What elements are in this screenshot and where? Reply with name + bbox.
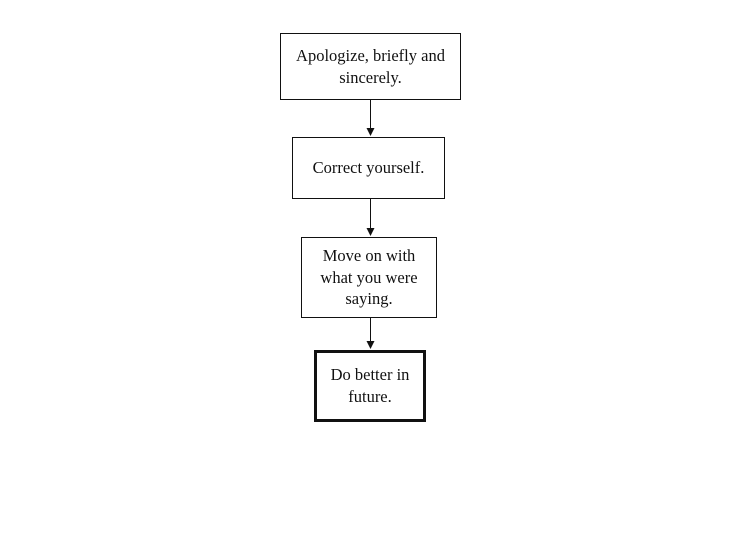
arrow-head xyxy=(366,128,374,136)
flowchart-step-label: Apologize, briefly and sincerely. xyxy=(296,45,445,87)
flowchart-step-do-better: Do better in future. xyxy=(314,350,426,422)
flowchart-step-label: Do better in future. xyxy=(330,365,410,406)
flowchart-step-label: Move on with what you were saying. xyxy=(320,245,418,309)
flowchart-step-apologize: Apologize, briefly and sincerely. xyxy=(280,33,461,100)
flowchart-step-label: Correct yourself. xyxy=(312,158,425,178)
flowchart-step-correct-yourself: Correct yourself. xyxy=(292,137,445,199)
arrow-down-icon xyxy=(366,199,375,236)
arrow-head xyxy=(366,228,374,236)
flowchart-step-move-on: Move on with what you were saying. xyxy=(301,237,437,318)
arrow-shaft xyxy=(369,199,371,229)
arrow-shaft xyxy=(369,318,371,342)
arrow-head xyxy=(366,341,374,349)
arrow-down-icon xyxy=(366,318,375,349)
arrow-down-icon xyxy=(366,100,375,136)
arrow-shaft xyxy=(369,100,371,129)
